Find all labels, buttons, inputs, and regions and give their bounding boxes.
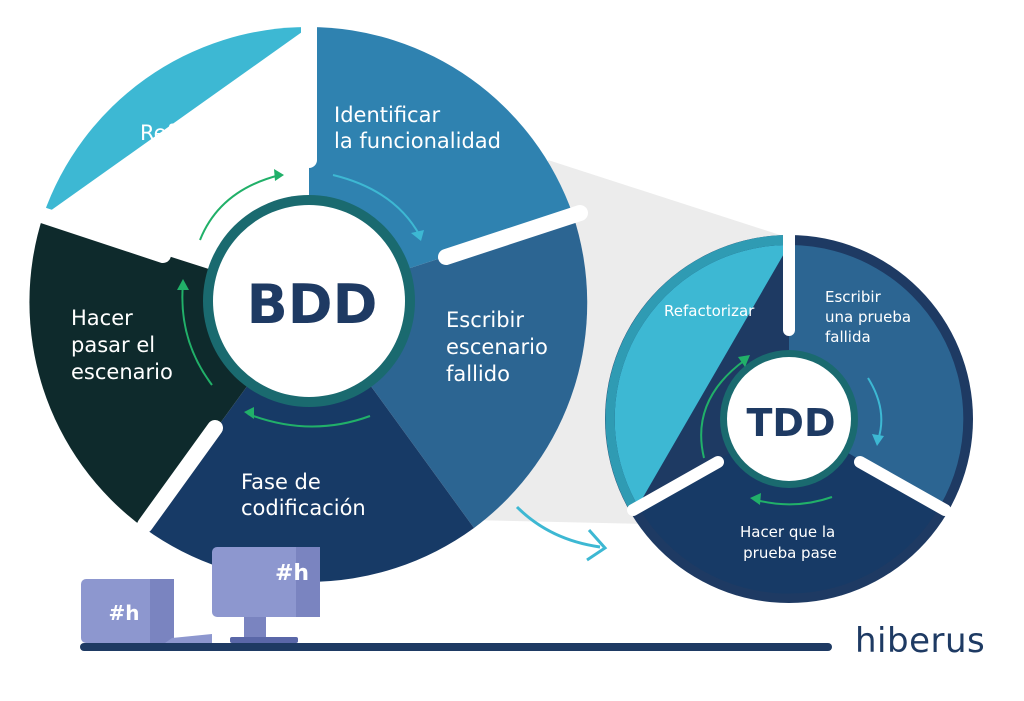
tdd-label-hacer-pase: Hacer que la prueba pase: [740, 523, 840, 562]
brand-logo: hiberus: [855, 621, 985, 661]
tdd-cycle-arrow-left: [700, 359, 746, 459]
laptop-base: [165, 634, 212, 643]
monitor-stand: [244, 617, 266, 639]
bdd-segment-refactorizar: [43, 26, 309, 217]
monitor-foot: [230, 637, 298, 643]
bdd-to-tdd-arrowhead: [586, 529, 608, 562]
laptop-logo: #h: [109, 601, 140, 625]
tdd-cycle-arrow-bottom: [755, 496, 833, 506]
bdd-wheel: BDD Identificar la funcionalidad Escribi…: [28, 12, 588, 582]
bdd-title: BDD: [247, 273, 378, 336]
tdd-segment-refactorizar: [614, 244, 789, 506]
bdd-cycle-arrow-bottom: [247, 413, 371, 428]
tdd-label-escribir: Escribir una prueba fallida: [825, 288, 916, 346]
ground-line: [80, 643, 832, 651]
bdd-label-refactorizar: Refactorizar: [140, 121, 267, 145]
bdd-hub: [213, 205, 405, 397]
tdd-separators: [627, 226, 951, 516]
laptop-screen-shadow: [150, 579, 174, 643]
bdd-arrowhead-top-right: [411, 230, 424, 241]
bdd-segment-codificacion: [144, 301, 474, 582]
bdd-arrowhead-bottom: [244, 407, 254, 419]
bdd-label-identificar: Identificar la funcionalidad: [334, 103, 501, 153]
bdd-to-tdd-arrow: [515, 505, 601, 549]
tdd-left-accent: [605, 235, 789, 511]
tdd-hub: [727, 357, 851, 481]
bdd-arrowhead-left: [177, 279, 189, 290]
tdd-arrowhead-bottom: [750, 493, 761, 505]
tdd-label-refactorizar: Refactorizar: [664, 302, 755, 320]
tdd-arrowhead-right: [872, 434, 884, 446]
tdd-title: TDD: [746, 401, 835, 445]
bdd-cycle-arrow-left: [181, 282, 213, 386]
bdd-arrowhead-top: [274, 169, 284, 181]
tdd-arrowhead-left: [738, 355, 750, 367]
tdd-wheel: TDD Escribir una prueba fallida Hacer qu…: [605, 226, 973, 603]
bdd-label-codificacion: Fase de codificación: [241, 470, 366, 520]
bdd-cycle-arrow-top-right: [332, 174, 421, 237]
monitor-logo: #h: [275, 561, 309, 586]
devices-illustration: #h #h: [80, 547, 832, 651]
tdd-cycle-arrow-right: [867, 377, 883, 441]
monitor-screen-shadow: [296, 547, 320, 617]
bdd-label-hacer-pasar: Hacer pasar el escenario: [71, 306, 173, 384]
bdd-label-escribir: Escribir escenario fallido: [446, 308, 555, 386]
bdd-separators: [28, 12, 588, 533]
monitor-screen: [212, 547, 320, 617]
bdd-cycle-arrow-top: [199, 174, 281, 241]
